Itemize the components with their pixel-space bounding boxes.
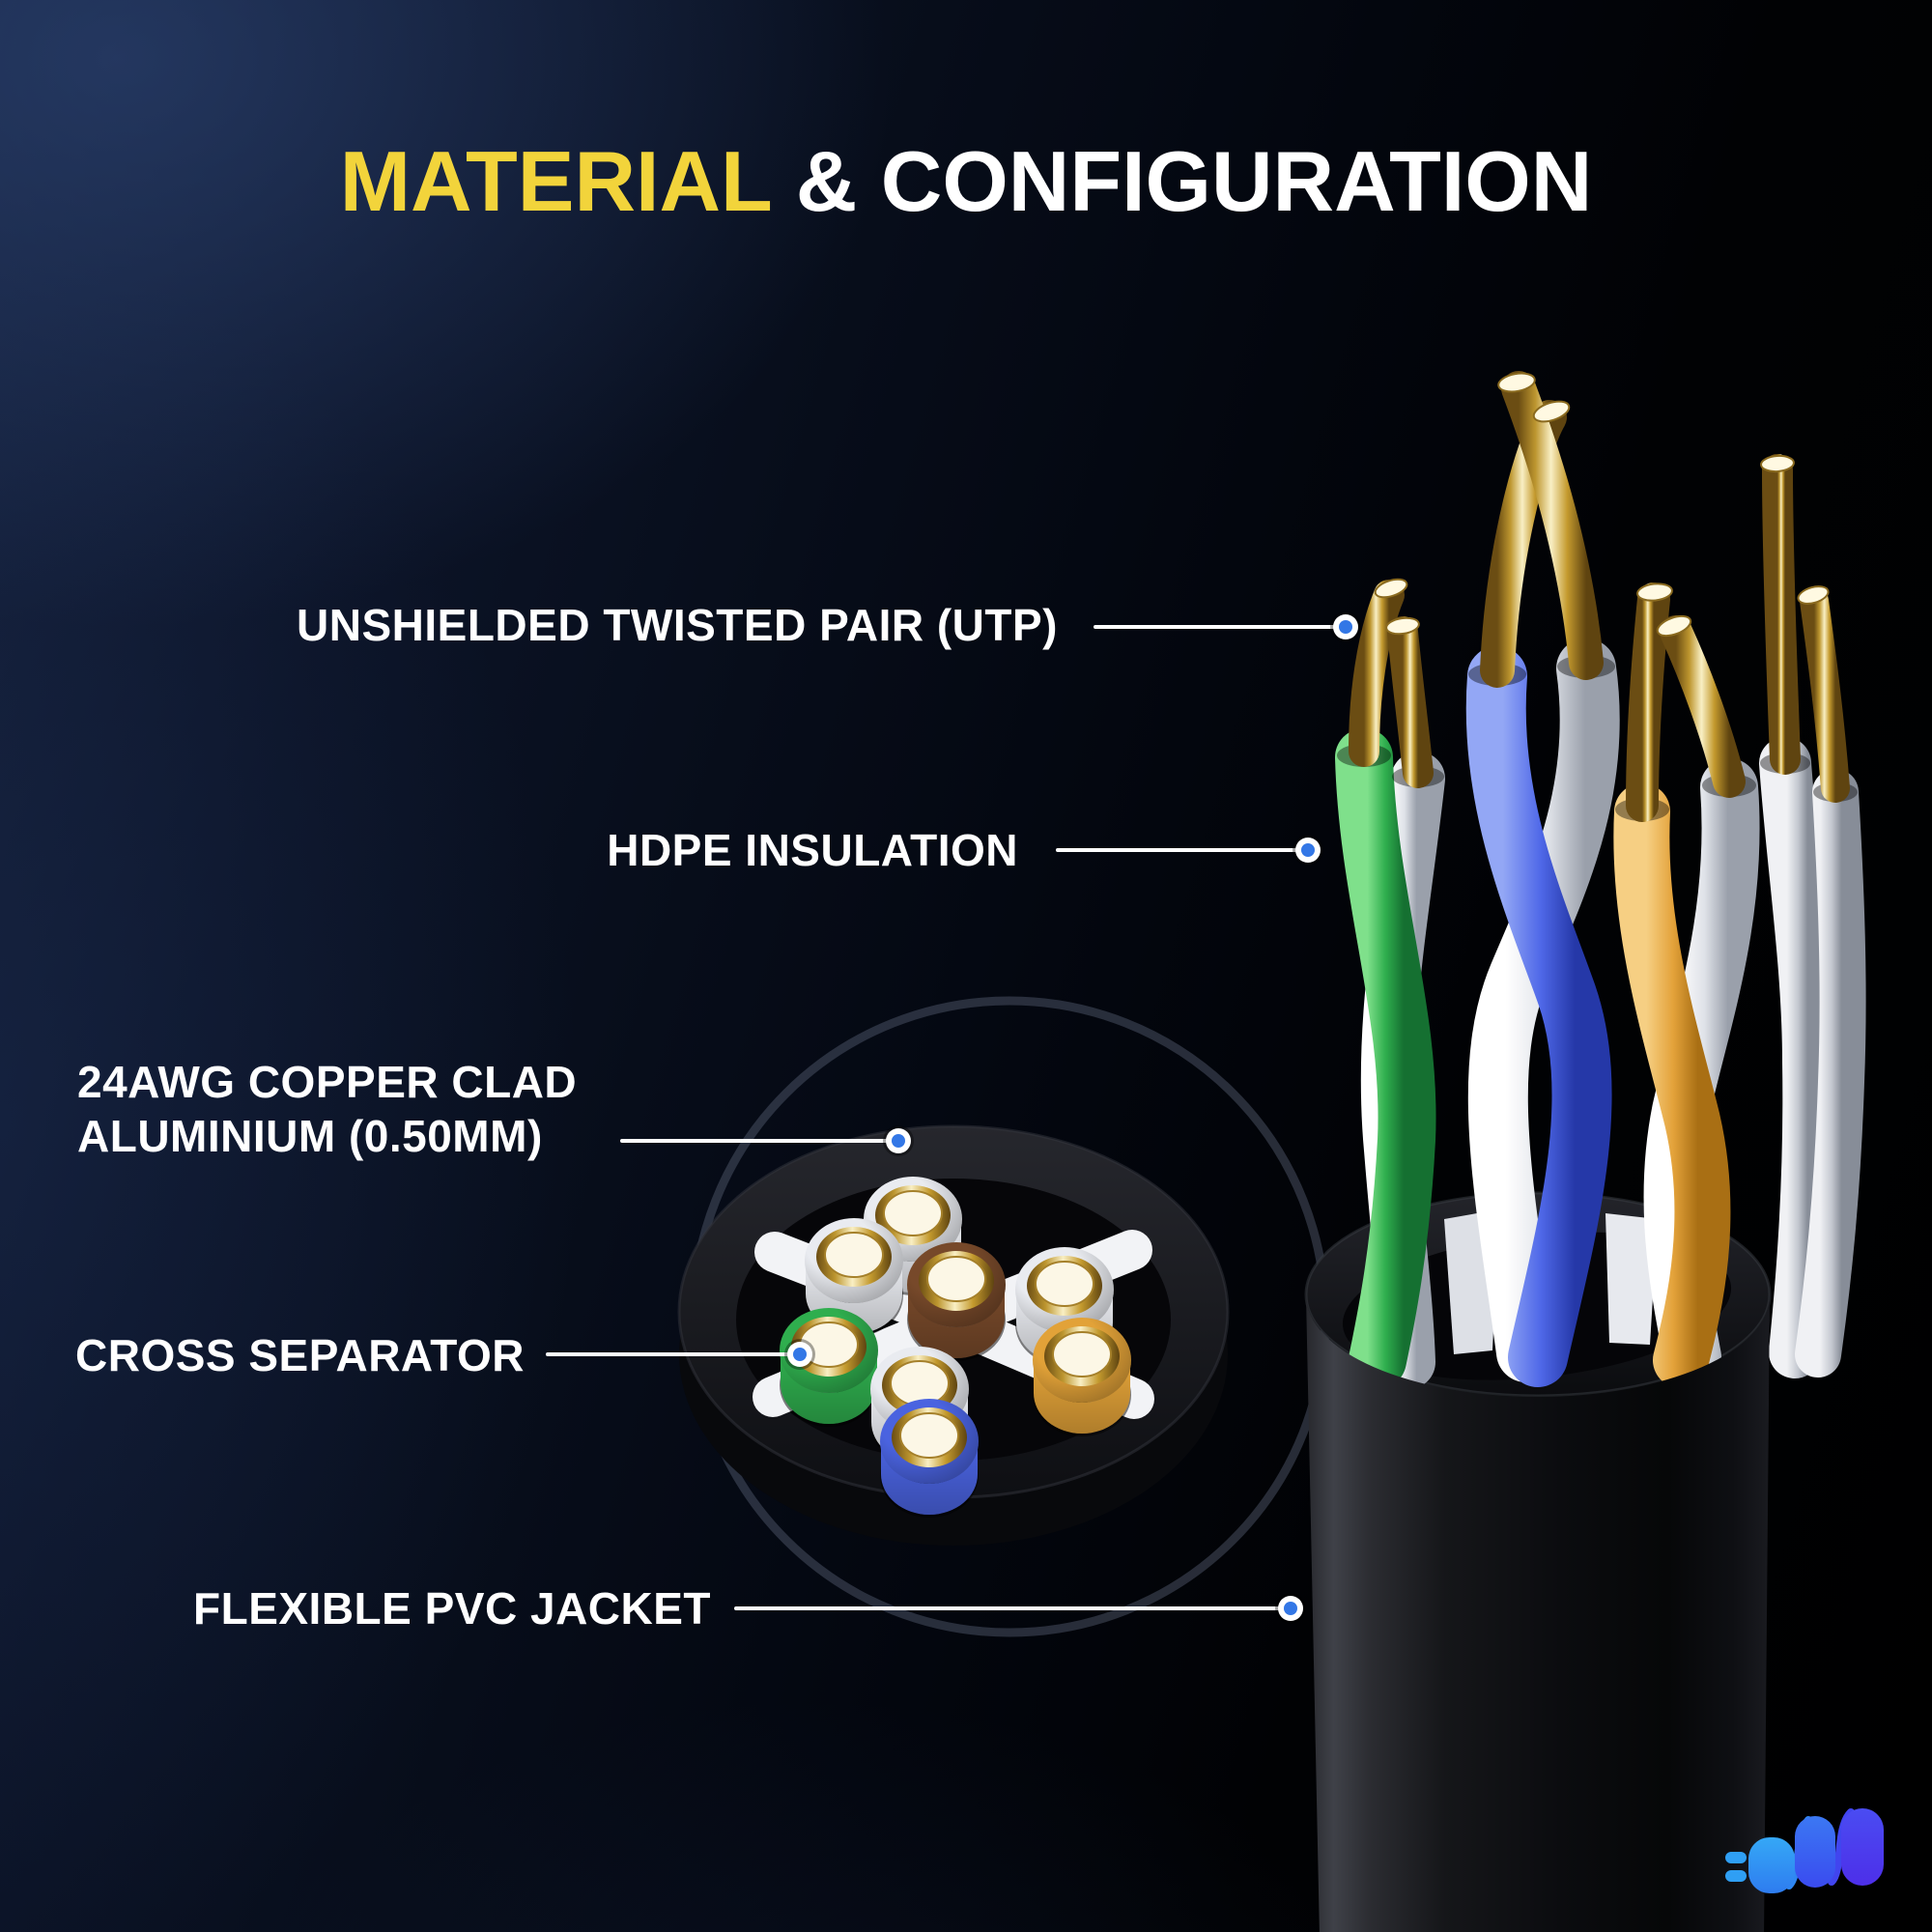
callout-label-utp: UNSHIELDED TWISTED PAIR (UTP)	[297, 600, 1058, 650]
pair-blue-white	[1465, 371, 1620, 1387]
callout-label-awg-line1: 24AWG COPPER CLAD	[77, 1057, 578, 1107]
callout-label-hdpe: HDPE INSULATION	[607, 825, 1018, 875]
callout-label-awg: 24AWG COPPER CLAD ALUMINIUM (0.50MM)	[77, 1055, 577, 1163]
leader-line-hdpe	[1056, 848, 1297, 852]
inset-wire-brown	[906, 1241, 1007, 1362]
pair-brown-white	[1759, 454, 1866, 1378]
callout-label-pvc: FLEXIBLE PVC JACKET	[193, 1583, 712, 1634]
leader-line-utp	[1094, 625, 1335, 629]
page-title: MATERIAL& CONFIGURATION	[0, 128, 1932, 235]
leader-line-awg	[620, 1139, 888, 1143]
callout-label-cross: CROSS SEPARATOR	[75, 1330, 526, 1380]
callout-dot-utp	[1333, 614, 1358, 639]
inset-wire-green	[779, 1307, 879, 1428]
inset-wire-orange	[1032, 1317, 1132, 1437]
pvc-jacket-body	[1306, 1295, 1770, 1932]
callout-dot-cross	[787, 1342, 812, 1367]
inset-wire-blue	[879, 1398, 980, 1519]
callout-dot-awg	[886, 1128, 911, 1153]
pair-green-white	[1335, 578, 1445, 1389]
cross-section-inset	[677, 1124, 1230, 1546]
pair-orange-white	[1613, 582, 1760, 1388]
leader-line-cross	[546, 1352, 789, 1356]
cable-3d	[1304, 371, 1866, 1932]
callout-label-awg-line2: ALUMINIUM (0.50MM)	[77, 1111, 543, 1161]
separator-peek-right	[1605, 1213, 1658, 1345]
callout-dot-hdpe	[1295, 838, 1321, 863]
page-title-rest: & CONFIGURATION	[795, 132, 1593, 229]
leader-line-pvc	[734, 1606, 1280, 1610]
brand-logo-icon	[1725, 1808, 1884, 1893]
callout-dot-pvc	[1278, 1596, 1303, 1621]
page-title-highlight: MATERIAL	[339, 132, 773, 229]
